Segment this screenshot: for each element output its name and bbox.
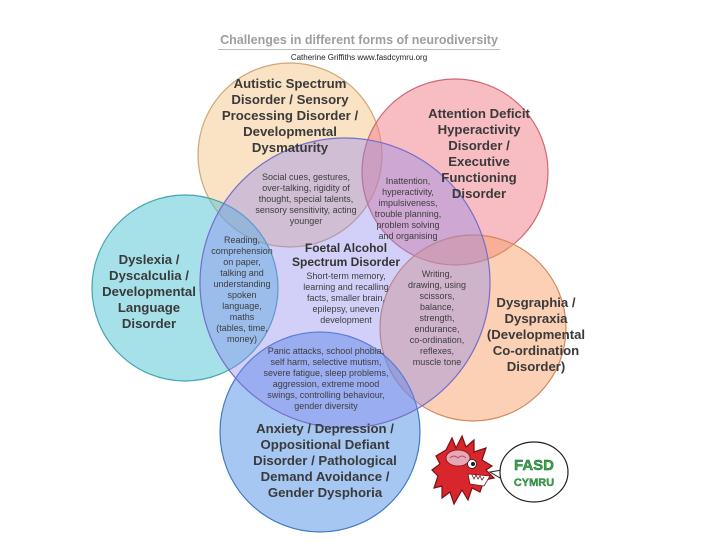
dyslexia-title-line: Language [117, 300, 181, 315]
fasd-desc-line: epilepsy, uneven [312, 304, 380, 314]
overlap-line: and organising [378, 231, 438, 241]
autism-circle-title: Autistic Spectrum Disorder / Sensory Pro… [205, 76, 375, 156]
fasd-desc-line: Short-term memory, [306, 271, 386, 281]
circle-dyslexia [91, 194, 279, 382]
dyslexia-title-line: Disorder [121, 316, 177, 331]
autism-title-line: Developmental [243, 124, 337, 139]
overlap-line: muscle tone [412, 357, 462, 367]
fasd-desc-line: facts, smaller brain, [306, 293, 386, 303]
autism-title-line: Disorder / Sensory [231, 92, 349, 107]
overlap-line: co-ordination, [409, 335, 465, 345]
dysgraphia-circle-title: Dysgraphia / Dyspraxia (Developmental Co… [476, 295, 596, 375]
adhd-title-line: Disorder [451, 186, 507, 201]
fasd-circle-title: Foetal Alcohol Spectrum Disorder [280, 241, 412, 269]
overlap-line: money) [226, 334, 257, 344]
fasd-desc-line: learning and recalling [303, 282, 389, 292]
autism-fasd-overlap-text: Social cues, gestures, over-talking, rig… [250, 172, 362, 227]
dysgraphia-fasd-overlap-text: Writing, drawing, using scissors, balanc… [402, 269, 472, 368]
overlap-line: Inattention, [385, 176, 431, 186]
overlap-line: understanding [213, 279, 271, 289]
overlap-line: comprehension [211, 246, 273, 256]
circle-dysgraphia [379, 234, 567, 422]
overlap-line: self harm, selective mutism, [270, 357, 382, 367]
dyslexia-title-line: Dyslexia / [118, 252, 180, 267]
dyslexia-title-line: Dyscalculia / [109, 268, 189, 283]
overlap-line: trouble planning, [374, 209, 442, 219]
logo-line-fasd: FASD [514, 457, 554, 474]
overlap-line: aggression, extreme mood [272, 379, 380, 389]
adhd-fasd-overlap-text: Inattention, hyperactivity, impulsivenes… [368, 176, 448, 242]
title-divider [218, 49, 500, 50]
overlap-line: problem solving [376, 220, 440, 230]
overlap-line: (tables, time, [216, 323, 268, 333]
overlap-line: on paper, [223, 257, 261, 267]
overlap-line: thought, special talents, [258, 194, 354, 204]
dysgraphia-title-line: Dyspraxia [504, 311, 568, 326]
adhd-circle-title: Attention Deficit Hyperactivity Disorder… [404, 106, 554, 202]
overlap-line: spoken [227, 290, 257, 300]
anxiety-fasd-overlap-text: Panic attacks, school phobia, self harm,… [252, 346, 400, 412]
speech-bubble: FASD CYMRU [488, 441, 569, 503]
anxiety-title-line: Gender Dysphoria [267, 485, 383, 500]
overlap-line: sensory sensitivity, acting [255, 205, 357, 215]
anxiety-title-line: Demand Avoidance / [260, 469, 390, 484]
overlap-line: balance, [419, 302, 455, 312]
overlap-line: scissors, [419, 291, 455, 301]
dysgraphia-title-line: Disorder) [506, 359, 566, 374]
anxiety-circle-title: Anxiety / Depression / Oppositional Defi… [240, 421, 410, 501]
adhd-title-line: Hyperactivity [437, 122, 521, 137]
overlap-line: endurance, [414, 324, 460, 334]
dysgraphia-title-line: Dysgraphia / [496, 295, 576, 310]
dragon-head-icon [431, 434, 496, 506]
overlap-line: hyperactivity, [382, 187, 434, 197]
overlap-line: drawing, using [407, 280, 467, 290]
overlap-line: over-talking, rigidity of [262, 183, 350, 193]
overlap-line: maths [229, 312, 255, 322]
diagram-title: Challenges in different forms of neurodi… [220, 33, 498, 47]
anxiety-title-line: Disorder / Pathological [253, 453, 397, 468]
logo-line-cymru: CYMRU [514, 477, 554, 489]
overlap-line: severe fatigue, sleep problems, [263, 368, 389, 378]
anxiety-title-line: Oppositional Defiant [260, 437, 390, 452]
fasd-cymru-logo: FASD CYMRU [431, 434, 569, 506]
autism-title-line: Dysmaturity [251, 140, 329, 155]
fasd-title-line: Spectrum Disorder [291, 255, 401, 269]
circle-fasd [199, 137, 491, 429]
fasd-title-line: Foetal Alcohol [304, 241, 388, 255]
overlap-line: swings, controlling behaviour, [267, 390, 385, 400]
autism-title-line: Processing Disorder / [221, 108, 359, 123]
overlap-line: strength, [419, 313, 455, 323]
overlap-line: Panic attacks, school phobia, [267, 346, 385, 356]
dyslexia-circle-title: Dyslexia / Dyscalculia / Developmental L… [93, 252, 205, 332]
dyslexia-fasd-overlap-text: Reading, comprehension on paper, talking… [206, 235, 278, 345]
adhd-title-line: Functioning [441, 170, 517, 185]
autism-title-line: Autistic Spectrum [233, 76, 347, 91]
fasd-description: Short-term memory, learning and recallin… [280, 271, 412, 326]
overlap-line: impulsiveness, [378, 198, 438, 208]
overlap-line: language, [222, 301, 262, 311]
adhd-title-line: Attention Deficit [428, 106, 530, 121]
anxiety-title-line: Anxiety / Depression / [256, 421, 394, 436]
diagram-subtitle: Catherine Griffiths www.fasdcymru.org [290, 53, 428, 62]
overlap-line: talking and [220, 268, 264, 278]
dyslexia-title-line: Developmental [102, 284, 196, 299]
overlap-line: gender diversity [294, 401, 358, 411]
overlap-line: Writing, [421, 269, 453, 279]
dysgraphia-title-line: (Developmental [486, 327, 586, 342]
adhd-title-line: Executive [448, 154, 510, 169]
overlap-line: Social cues, gestures, [261, 172, 351, 182]
circle-anxiety [219, 331, 421, 533]
adhd-title-line: Disorder / [448, 138, 510, 153]
dysgraphia-title-line: Co-ordination [492, 343, 580, 358]
overlap-line: reflexes, [419, 346, 454, 356]
overlap-line: younger [289, 216, 323, 226]
fasd-desc-line: development [320, 315, 372, 325]
overlap-line: Reading, [223, 235, 261, 245]
